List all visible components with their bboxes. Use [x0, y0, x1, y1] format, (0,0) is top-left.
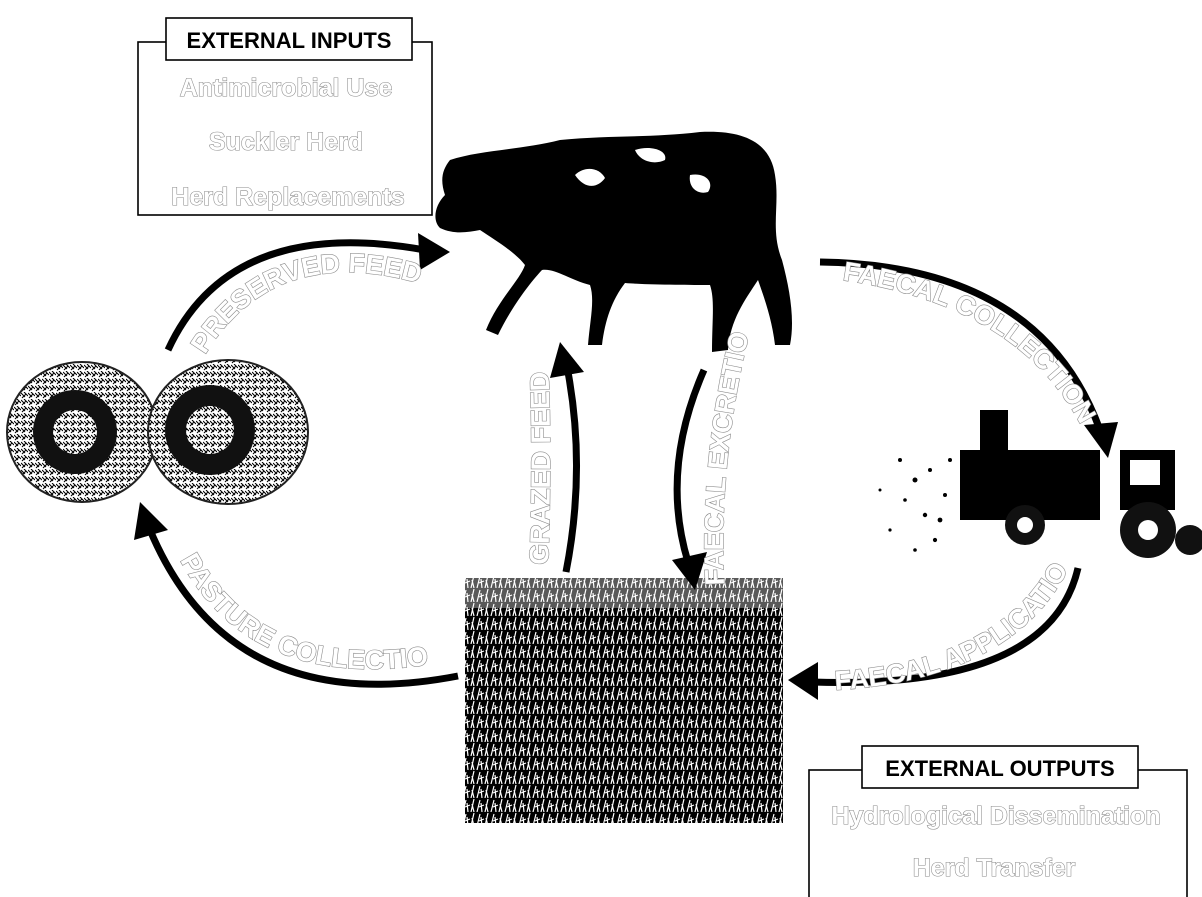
external-outputs-box: EXTERNAL OUTPUTS Hydrological Disseminat…: [809, 746, 1187, 897]
hay-bales-illustration: [7, 360, 308, 504]
external-inputs-box: EXTERNAL INPUTS Antimicrobial Use Suckle…: [138, 18, 432, 215]
label-grazed-feed: GRAZED FEED: [524, 371, 556, 565]
output-item-herd-transfer: Herd Transfer: [913, 854, 1076, 882]
label-faecal-collection: FAECAL COLLECTION: [841, 256, 1101, 428]
input-item-antimicrobial-use: Antimicrobial Use: [180, 74, 393, 102]
cow-illustration: [435, 132, 792, 352]
external-outputs-title: EXTERNAL OUTPUTS: [885, 756, 1114, 781]
tractor-spreader-illustration: [879, 410, 1202, 558]
input-item-suckler-herd: Suckler Herd: [209, 128, 363, 156]
label-preserved-feed: PRESERVED FEED: [185, 248, 425, 358]
output-item-hydrological-dissemination: Hydrological Dissemination: [831, 802, 1160, 830]
pasture-illustration: [465, 578, 783, 823]
external-inputs-title: EXTERNAL INPUTS: [187, 28, 392, 53]
input-item-herd-replacements: Herd Replacements: [171, 183, 404, 211]
